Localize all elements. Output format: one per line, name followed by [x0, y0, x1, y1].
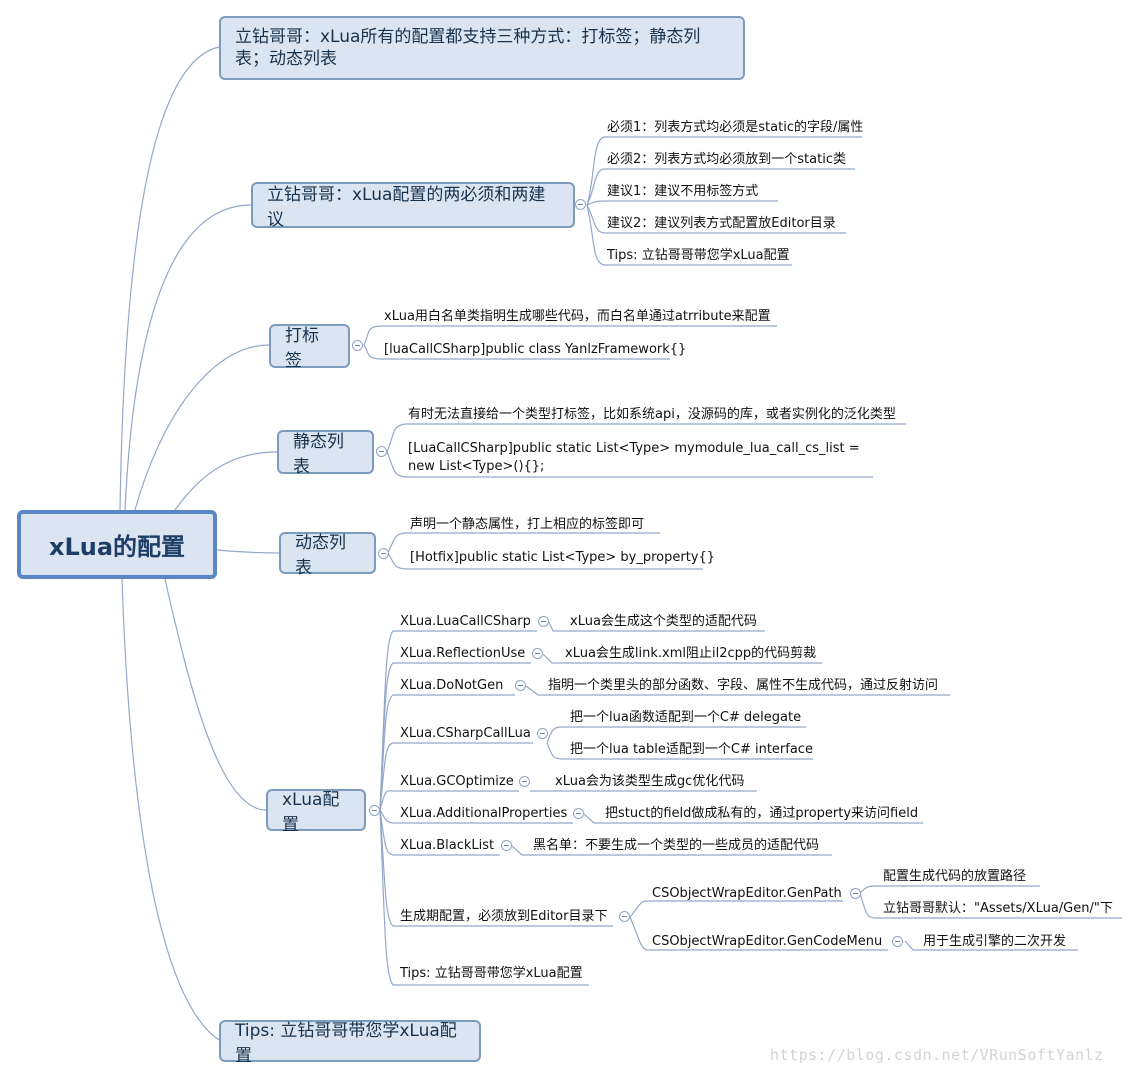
collapse-icon[interactable]	[515, 680, 526, 691]
leaf-donotgen-desc: 指明一个类里头的部分函数、字段、属性不生成代码，通过反射访问	[548, 678, 939, 693]
leaf-advice-1: 建议1：建议不用标签方式	[607, 184, 759, 199]
leaf-tips-2: Tips: 立钻哥哥带您学xLua配置	[400, 966, 583, 981]
topic-tips-label: Tips: 立钻哥哥带您学xLua配置	[235, 1021, 457, 1066]
leaf-additionalproperties: XLua.AdditionalProperties	[400, 806, 568, 821]
collapse-icon[interactable]	[519, 776, 530, 787]
leaf-blacklist: XLua.BlackList	[400, 838, 495, 853]
central-topic[interactable]: xLua的配置	[17, 510, 217, 579]
topic-dynamic-list-label: 动态列表	[295, 533, 346, 578]
leaf-reflectionuse-desc: xLua会生成link.xml阻止il2cpp的代码剪裁	[565, 646, 817, 661]
leaf-donotgen: XLua.DoNotGen	[400, 678, 504, 693]
collapse-icon[interactable]	[532, 648, 543, 659]
collapse-icon[interactable]	[619, 911, 630, 922]
leaf-dynamic-desc: 声明一个静态属性，打上相应的标签即可	[410, 517, 645, 532]
leaf-must-1: 必须1：列表方式均必须是static的字段/属性	[607, 120, 864, 135]
collapse-icon[interactable]	[538, 616, 549, 627]
leaf-gcoptimize: XLua.GCOptimize	[400, 774, 514, 789]
topic-two-musts[interactable]: 立钻哥哥：xLua配置的两必须和两建议	[251, 182, 575, 230]
topic-xlua-config-label: xLua配置	[282, 790, 340, 835]
leaf-reflectionuse: XLua.ReflectionUse	[400, 646, 526, 661]
leaf-static-code: [LuaCallCSharp]public static List<Type> …	[408, 441, 860, 474]
collapse-icon[interactable]	[892, 936, 903, 947]
topic-tag-label: 打标签	[285, 326, 319, 371]
leaf-genpath-desc-2: 立钻哥哥默认："Assets/XLua/Gen/"下	[883, 901, 1113, 916]
leaf-luacallcsharp: XLua.LuaCallCSharp	[400, 614, 531, 629]
leaf-csharpcalllua-desc-1: 把一个lua函数适配到一个C# delegate	[570, 710, 802, 725]
leaf-whitelist: xLua用白名单类指明生成哪些代码，而白名单通过atrribute来配置	[384, 309, 771, 324]
topic-xlua-config[interactable]: xLua配置	[266, 789, 366, 835]
topic-tips[interactable]: Tips: 立钻哥哥带您学xLua配置	[219, 1020, 481, 1066]
collapse-icon[interactable]	[537, 728, 548, 739]
leaf-advice-2: 建议2：建议列表方式配置放Editor目录	[607, 216, 836, 231]
collapse-icon[interactable]	[850, 888, 861, 899]
leaf-gcoptimize-desc: xLua会为该类型生成gc优化代码	[555, 774, 745, 789]
leaf-must-2: 必须2：列表方式均必须放到一个static类	[607, 152, 846, 167]
leaf-blacklist-desc: 黑名单：不要生成一个类型的一些成员的适配代码	[533, 838, 820, 853]
leaf-additionalproperties-desc: 把stuct的field做成私有的，通过property来访问field	[605, 806, 919, 821]
watermark: https://blog.csdn.net/VRunSoftYanlz	[770, 1046, 1104, 1064]
collapse-icon[interactable]	[352, 340, 363, 351]
leaf-genpath: CSObjectWrapEditor.GenPath	[652, 886, 842, 901]
collapse-icon[interactable]	[575, 199, 586, 210]
collapse-icon[interactable]	[573, 808, 584, 819]
leaf-csharpcalllua: XLua.CSharpCallLua	[400, 726, 531, 741]
collapse-icon[interactable]	[369, 805, 380, 816]
collapse-icon[interactable]	[501, 840, 512, 851]
topic-two-musts-label: 立钻哥哥：xLua配置的两必须和两建议	[267, 185, 546, 230]
collapse-icon[interactable]	[378, 548, 389, 559]
topic-static-list-label: 静态列表	[293, 432, 344, 477]
leaf-genpath-desc-1: 配置生成代码的放置路径	[883, 869, 1027, 884]
topic-dynamic-list[interactable]: 动态列表	[279, 532, 376, 578]
topic-three-ways[interactable]: 立钻哥哥：xLua所有的配置都支持三种方式：打标签；静态列表；动态列表	[219, 16, 745, 80]
leaf-gencodemenu-desc: 用于生成引擎的二次开发	[923, 934, 1067, 949]
topic-tag[interactable]: 打标签	[269, 324, 350, 371]
leaf-tag-code: [luaCallCSharp]public class YanlzFramewo…	[384, 342, 687, 357]
topic-static-list[interactable]: 静态列表	[277, 430, 374, 477]
leaf-dynamic-code: [Hotfix]public static List<Type> by_prop…	[410, 550, 716, 565]
leaf-luacallcsharp-desc: xLua会生成这个类型的适配代码	[570, 614, 757, 629]
leaf-build-config: 生成期配置，必须放到Editor目录下	[400, 909, 608, 924]
leaf-gencodemenu: CSObjectWrapEditor.GenCodeMenu	[652, 934, 883, 949]
collapse-icon[interactable]	[376, 446, 387, 457]
leaf-csharpcalllua-desc-2: 把一个lua table适配到一个C# interface	[570, 742, 813, 757]
leaf-static-desc: 有时无法直接给一个类型打标签，比如系统api，没源码的库，或者实例化的泛化类型	[408, 407, 896, 422]
topic-three-ways-label: 立钻哥哥：xLua所有的配置都支持三种方式：打标签；静态列表；动态列表	[235, 27, 701, 69]
leaf-tips-1: Tips: 立钻哥哥带您学xLua配置	[607, 248, 790, 263]
